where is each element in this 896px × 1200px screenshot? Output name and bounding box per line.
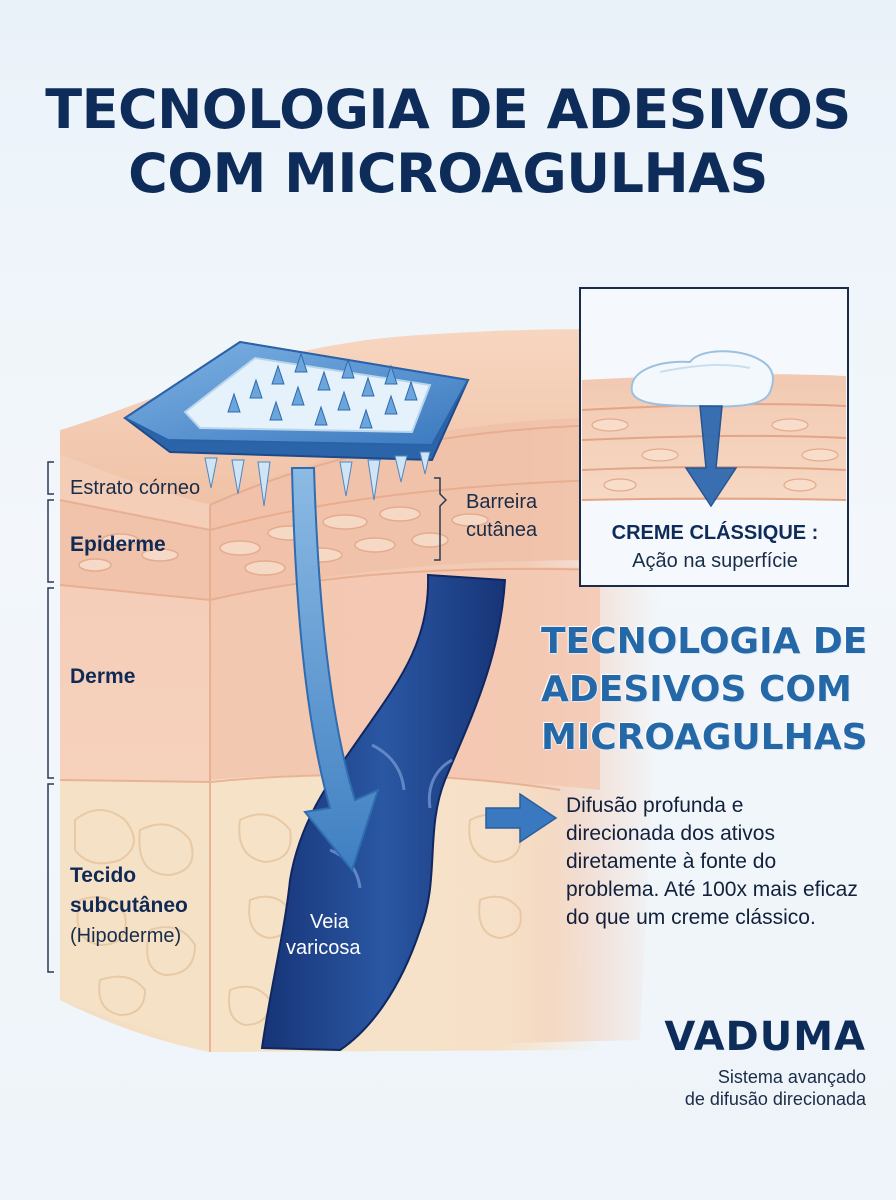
arrow-right-icon <box>485 792 558 844</box>
label-epiderme: Epiderme <box>70 533 166 556</box>
label-veia: Veia <box>310 911 349 933</box>
title-line-2: COM MICROAGULHAS <box>128 142 768 205</box>
brand-name: VADUMA <box>664 1014 866 1060</box>
label-cutanea: cutânea <box>466 519 538 541</box>
label-varicosa: varicosa <box>286 937 361 959</box>
front-hypodermis <box>60 780 210 1052</box>
label-subcutaneo: subcutâneo <box>70 894 188 917</box>
cream-dollop-icon <box>630 350 774 408</box>
section-title: TECNOLOGIA DE ADESIVOS COM MICROAGULHAS <box>541 618 891 762</box>
subtitle-line-3: MICROAGULHAS <box>541 717 868 758</box>
subtitle-line-2: ADESIVOS COM <box>541 669 852 710</box>
cream-inset <box>579 287 849 587</box>
microneedle-patch-icon <box>123 340 470 507</box>
brand-tagline: Sistema avançado de difusão direcionada <box>684 1067 866 1109</box>
label-derme: Derme <box>70 665 136 688</box>
front-epidermis <box>60 500 210 600</box>
label-barreira: Barreira <box>466 491 538 513</box>
page-title: TECNOLOGIA DE ADESIVOS COM MICROAGULHAS <box>0 78 896 206</box>
delivery-arrow <box>290 467 380 873</box>
inset-caption: Ação na superfície <box>632 550 798 572</box>
subtitle-line-1: TECNOLOGIA DE <box>541 621 868 662</box>
label-estrato: Estrato córneo <box>70 477 201 499</box>
label-hipoderme: (Hipoderme) <box>70 925 182 947</box>
description-text: Difusão profunda e direcionada dos ativo… <box>566 794 858 929</box>
varicose-vein <box>260 573 507 1052</box>
layer-brackets <box>47 461 448 973</box>
inset-caption-bold: CREME CLÁSSIQUE : <box>611 522 819 544</box>
title-line-1: TECNOLOGIA DE ADESIVOS <box>45 78 851 141</box>
label-tecido: Tecido <box>70 864 137 887</box>
